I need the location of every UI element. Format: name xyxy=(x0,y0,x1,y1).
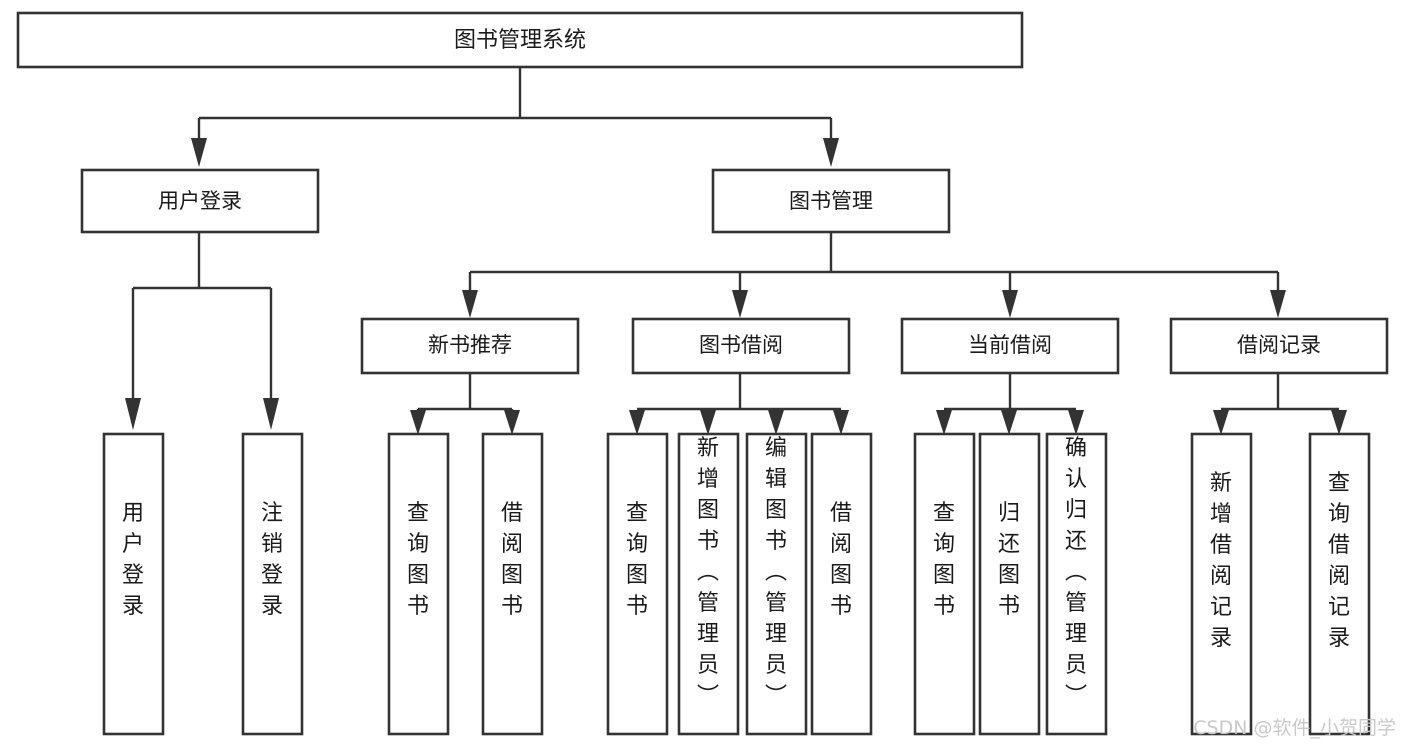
leaf-book-borrow-borrow-label: 借阅图书 xyxy=(830,501,852,619)
leaf-book-borrow-add[interactable]: 新增图书︵管理员︶ xyxy=(677,432,740,736)
leaf-current-borrow-return-label: 归还图书 xyxy=(998,501,1020,619)
arrowhead-to-new-book xyxy=(462,290,478,318)
arrowhead-leaf-bookborrow-4 xyxy=(833,410,849,435)
connector-layer xyxy=(125,67,1347,435)
node-book-manage-label: 图书管理 xyxy=(789,189,873,213)
node-borrow-record[interactable]: 借阅记录 xyxy=(1169,317,1389,375)
leaf-current-borrow-return[interactable]: 归还图书 xyxy=(978,432,1041,736)
node-root-label: 图书管理系统 xyxy=(454,28,586,53)
leaf-book-borrow-edit-box[interactable] xyxy=(745,432,808,736)
arrowhead-leaf-borrowrecord-2 xyxy=(1331,410,1347,435)
node-borrow-record-label: 借阅记录 xyxy=(1237,333,1321,357)
leaf-borrow-record-query-label: 查询借阅记录 xyxy=(1328,471,1350,651)
leaf-new-book-borrow[interactable]: 借阅图书 xyxy=(481,432,544,736)
leaf-current-borrow-query-label: 查询图书 xyxy=(933,501,955,619)
node-root[interactable]: 图书管理系统 xyxy=(16,11,1024,69)
leaf-user-login-login[interactable]: 用户登录 xyxy=(102,432,165,736)
node-book-borrow[interactable]: 图书借阅 xyxy=(631,317,851,375)
arrowhead-to-book-manage xyxy=(823,138,839,167)
leaf-user-login-logout-box[interactable] xyxy=(241,432,304,736)
node-current-borrow[interactable]: 当前借阅 xyxy=(900,317,1120,375)
leaf-current-borrow-query-box[interactable] xyxy=(913,432,976,736)
leaf-borrow-record-query[interactable]: 查询借阅记录 xyxy=(1308,432,1371,736)
arrowhead-leaf-currentborrow-1 xyxy=(936,410,952,435)
leaf-book-borrow-add-label: 新增图书︵管理员︶ xyxy=(697,436,719,709)
node-new-book-recommend-label: 新书推荐 xyxy=(428,333,512,357)
node-current-borrow-box[interactable] xyxy=(900,317,1120,375)
arrowhead-leaf-bookborrow-2 xyxy=(700,410,716,435)
leaf-book-borrow-query[interactable]: 查询图书 xyxy=(606,432,669,736)
arrowhead-to-current-borrow xyxy=(1002,290,1018,318)
node-book-manage-box[interactable] xyxy=(711,168,951,234)
leaf-borrow-record-query-box[interactable] xyxy=(1308,432,1371,736)
leaf-borrow-record-add-label: 新增借阅记录 xyxy=(1210,471,1232,651)
leaf-book-borrow-borrow-box[interactable] xyxy=(810,432,873,736)
arrowhead-leaf-bookborrow-3 xyxy=(768,410,784,435)
node-book-manage[interactable]: 图书管理 xyxy=(711,168,951,234)
node-book-borrow-box[interactable] xyxy=(631,317,851,375)
arrowhead-leaf-user-login-1 xyxy=(125,398,141,430)
leaf-current-borrow-confirm[interactable]: 确认归还︵管理员︶ xyxy=(1045,432,1108,736)
arrowhead-to-borrow-record xyxy=(1270,290,1286,318)
leaf-borrow-record-add[interactable]: 新增借阅记录 xyxy=(1190,432,1253,736)
arrowhead-leaf-bookborrow-1 xyxy=(629,410,645,435)
leaf-user-login-logout[interactable]: 注销登录 xyxy=(241,432,304,736)
leaf-book-borrow-edit-label: 编辑图书︵管理员︶ xyxy=(765,436,787,709)
leaf-new-book-borrow-label: 借阅图书 xyxy=(501,501,523,619)
leaf-new-book-borrow-box[interactable] xyxy=(481,432,544,736)
arrowhead-leaf-newbook-2 xyxy=(504,410,520,435)
leaf-new-book-query[interactable]: 查询图书 xyxy=(387,432,450,736)
arrowhead-leaf-currentborrow-3 xyxy=(1068,410,1084,435)
arrowhead-to-user-login xyxy=(191,138,207,167)
node-root-box[interactable] xyxy=(16,11,1024,69)
arrowhead-leaf-newbook-1 xyxy=(410,410,426,435)
leaf-current-borrow-query[interactable]: 查询图书 xyxy=(913,432,976,736)
leaf-book-borrow-borrow[interactable]: 借阅图书 xyxy=(810,432,873,736)
leaf-book-borrow-add-box[interactable] xyxy=(677,432,740,736)
node-user-login[interactable]: 用户登录 xyxy=(80,168,320,234)
leaf-user-login-logout-label: 注销登录 xyxy=(261,501,283,619)
node-user-login-box[interactable] xyxy=(80,168,320,234)
arrowhead-to-book-borrow xyxy=(732,290,748,318)
leaf-book-borrow-query-box[interactable] xyxy=(606,432,669,736)
leaf-book-borrow-query-label: 查询图书 xyxy=(626,501,648,619)
node-new-book-recommend-box[interactable] xyxy=(360,317,580,375)
leaf-book-borrow-edit[interactable]: 编辑图书︵管理员︶ xyxy=(745,432,808,736)
leaf-current-borrow-confirm-label: 确认归还︵管理员︶ xyxy=(1065,436,1087,709)
node-user-login-label: 用户登录 xyxy=(158,189,242,213)
arrowhead-leaf-currentborrow-2 xyxy=(1001,410,1017,435)
leaf-current-borrow-confirm-box[interactable] xyxy=(1045,432,1108,736)
leaf-new-book-query-box[interactable] xyxy=(387,432,450,736)
leaf-new-book-query-label: 查询图书 xyxy=(407,501,429,619)
leaf-user-login-login-label: 用户登录 xyxy=(122,501,144,619)
node-book-borrow-label: 图书借阅 xyxy=(699,333,783,357)
arrowhead-leaf-borrowrecord-1 xyxy=(1213,410,1229,435)
node-current-borrow-label: 当前借阅 xyxy=(968,333,1052,357)
node-borrow-record-box[interactable] xyxy=(1169,317,1389,375)
leaf-borrow-record-add-box[interactable] xyxy=(1190,432,1253,736)
node-new-book-recommend[interactable]: 新书推荐 xyxy=(360,317,580,375)
leaf-current-borrow-return-box[interactable] xyxy=(978,432,1041,736)
leaf-user-login-login-box[interactable] xyxy=(102,432,165,736)
watermark-text: CSDN @软件_小贺同学 xyxy=(1193,717,1396,739)
arrowhead-leaf-user-login-2 xyxy=(263,398,279,430)
